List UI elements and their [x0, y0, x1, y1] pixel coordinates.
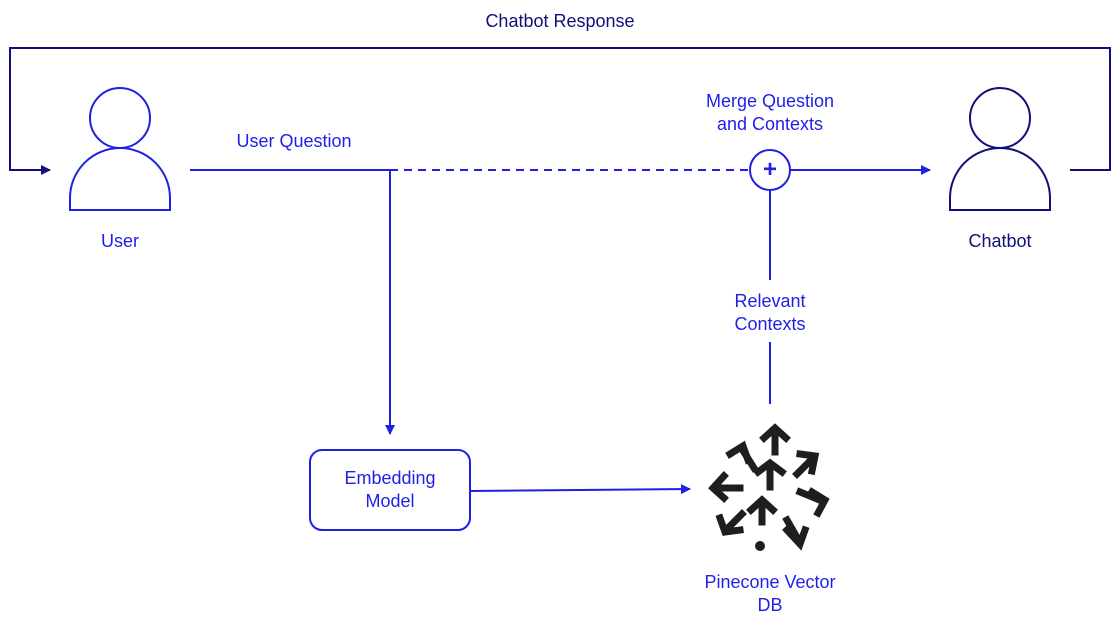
pinecone-logo	[708, 423, 830, 551]
embedding-label-line2: Model	[365, 491, 415, 511]
chatbot-response-label: Chatbot Response	[485, 11, 635, 31]
user-icon	[69, 87, 171, 211]
db-label-line1: Pinecone Vector	[704, 572, 836, 592]
embedding-to-db-arrow	[469, 484, 691, 495]
user-question-label: User Question	[236, 131, 352, 151]
user-label: User	[100, 231, 139, 251]
merge-label-line2: and Contexts	[716, 114, 824, 134]
merge-label-line1: Merge Question	[705, 91, 835, 111]
chatbot-response-loop	[9, 47, 1111, 175]
chatbot-label: Chatbot	[968, 231, 1032, 251]
merge-plus-symbol: +	[762, 156, 777, 183]
chatbot-icon	[949, 87, 1051, 211]
embedding-label-line1: Embedding	[344, 468, 436, 488]
relevant-label-line2: Contexts	[734, 314, 806, 334]
db-label-line2: DB	[757, 595, 783, 615]
relevant-label-line1: Relevant	[734, 291, 806, 311]
